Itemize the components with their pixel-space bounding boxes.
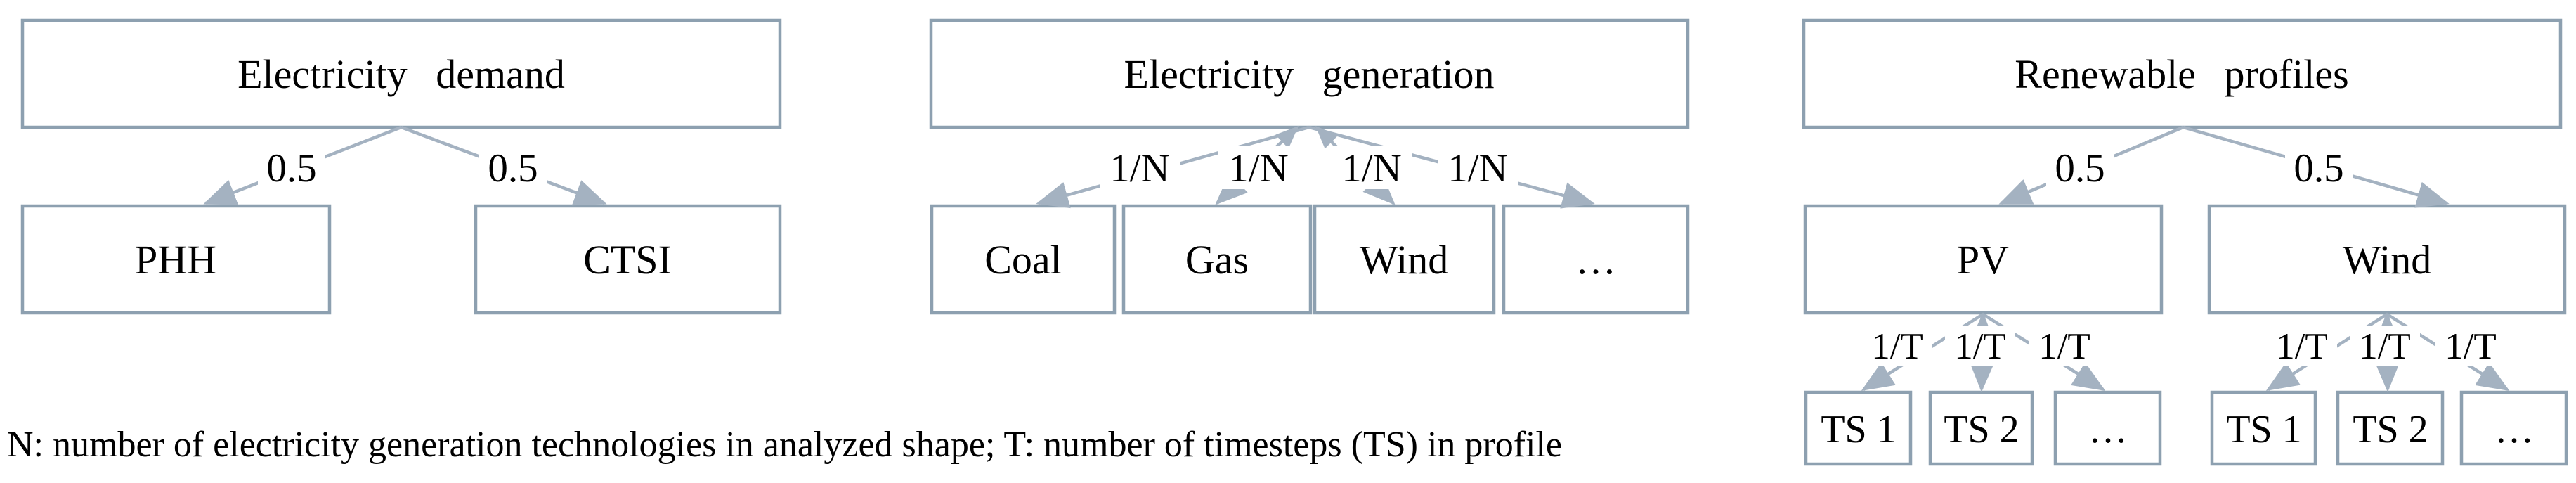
- node-coal: [930, 204, 1117, 315]
- node-label-ellipsis-generation: …: [1575, 237, 1616, 283]
- node-wind-generation: [1313, 204, 1496, 315]
- edge-weight-label: 0.5: [2055, 146, 2105, 191]
- edge-weight-label: 1/N: [1228, 146, 1289, 191]
- node-pv-ts1: [1804, 390, 1913, 466]
- node-phh: [20, 204, 332, 315]
- edge-weight-bg: [1945, 326, 2015, 366]
- node-label-pv-ellipsis: …: [2088, 408, 2128, 451]
- edge-weight-bg: [1862, 326, 1932, 366]
- node-wind-ts1: [2210, 390, 2317, 466]
- edge-weight-label: 1/T: [2359, 326, 2411, 367]
- node-label-renewable-profiles: Renewable profiles: [2015, 51, 2348, 97]
- node-label-wind-ts1: TS 1: [2226, 408, 2301, 451]
- node-pv-ts2: [1928, 390, 2034, 466]
- node-label-gas: Gas: [1185, 237, 1249, 283]
- edge-weight-label: 1/T: [2445, 326, 2497, 367]
- node-label-wind-ts2: TS 2: [2353, 408, 2428, 451]
- node-label-pv-ts1: TS 1: [1821, 408, 1896, 451]
- node-wind-ts2: [2336, 390, 2445, 466]
- edge-weight-label: 0.5: [266, 146, 316, 191]
- node-electricity-generation: [929, 18, 1690, 129]
- node-label-ctsi: CTSI: [583, 237, 672, 283]
- edge-weight-bg: [1218, 146, 1299, 189]
- edge-weight-bg: [479, 146, 547, 189]
- edge-weight-label: 1/T: [2038, 326, 2090, 367]
- node-gas: [1121, 204, 1313, 315]
- tree-electricity-generation: 1/N 1/N 1/N 1/N Electricity generation C…: [929, 18, 1690, 315]
- tree-electricity-demand: 0.5 0.5 Electricity demand PHH CTSI: [20, 18, 782, 315]
- edge-weight-bg: [1100, 146, 1180, 189]
- edge-weight-label: 1/N: [1448, 146, 1508, 191]
- node-label-wind-profile: Wind: [2343, 237, 2432, 283]
- edge-weight-label: 0.5: [488, 146, 538, 191]
- node-label-wind-generation: Wind: [1360, 237, 1449, 283]
- figure-caption: N: number of electricity generation tech…: [7, 425, 1562, 465]
- edge-weight-label: 1/N: [1341, 146, 1402, 191]
- node-pv: [1803, 204, 2164, 315]
- node-electricity-demand: [20, 18, 782, 129]
- edge-weight-bg: [2285, 146, 2353, 189]
- edge-weight-bg: [258, 146, 325, 189]
- edge-weight-label: 0.5: [2294, 146, 2343, 191]
- node-label-pv: PV: [1957, 237, 2009, 283]
- node-label-electricity-generation: Electricity generation: [1124, 51, 1495, 97]
- node-wind-profile: [2207, 204, 2567, 315]
- edge-weight-bg: [2350, 326, 2420, 366]
- edge-weight-bg: [2029, 326, 2100, 366]
- edge-weight-label: 1/N: [1110, 146, 1170, 191]
- node-pv-ellipsis: [2053, 390, 2162, 466]
- edge-weight-bg: [1438, 146, 1518, 189]
- edge-weight-label: 1/T: [1954, 326, 2006, 367]
- node-label-phh: PHH: [135, 237, 216, 283]
- edge-weight-bg: [1332, 146, 1412, 189]
- edge-weight-bg: [2267, 326, 2337, 366]
- tree-renewable-profiles: 0.5 0.5 1/T 1/T 1/T 1/T 1/T 1/T Renewabl…: [1802, 18, 2568, 466]
- node-label-wind-ellipsis: …: [2494, 408, 2534, 451]
- node-ctsi: [474, 204, 782, 315]
- node-ellipsis-generation: [1502, 204, 1690, 315]
- edge-weight-bg: [2435, 326, 2506, 366]
- node-renewable-profiles: [1802, 18, 2563, 129]
- edge-weight-bg: [2046, 146, 2114, 189]
- node-wind-ellipsis: [2459, 390, 2568, 466]
- edge-weight-label: 1/T: [2276, 326, 2328, 367]
- node-label-pv-ts2: TS 2: [1944, 408, 2019, 451]
- node-label-coal: Coal: [984, 237, 1062, 283]
- node-label-electricity-demand: Electricity demand: [238, 51, 565, 97]
- edge-weight-label: 1/T: [1871, 326, 1923, 367]
